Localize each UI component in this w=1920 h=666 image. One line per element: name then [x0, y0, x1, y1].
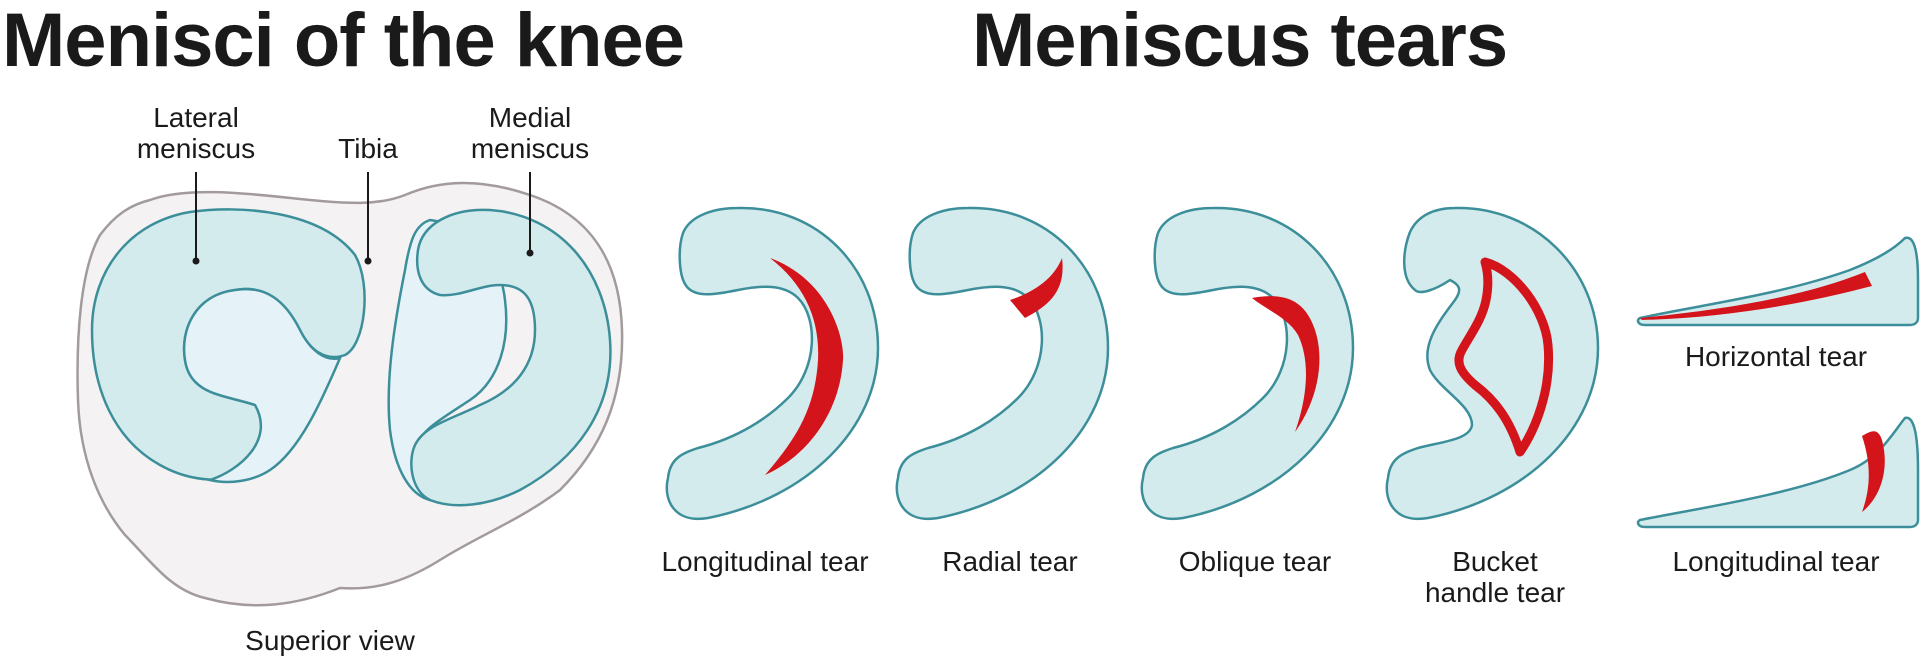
tear-radial [1010, 258, 1063, 318]
label-radial-tear: Radial tear [942, 546, 1077, 577]
label-superior-view: Superior view [245, 625, 415, 656]
longitudinal-side-tear-figure: Longitudinal tear [1636, 416, 1920, 577]
medial-meniscus [410, 208, 612, 507]
title-meniscus-tears: Meniscus tears [972, 0, 1507, 83]
meniscus-radial [895, 206, 1110, 521]
meniscus-longitudinal [665, 206, 880, 521]
tear-oblique [1252, 296, 1320, 432]
label-longitudinal-tear-side: Longitudinal tear [1672, 546, 1879, 577]
knee-superior-view: Lateral meniscus Tibia Medial meniscus S… [76, 102, 624, 656]
tear-horizontal [1640, 272, 1872, 320]
lateral-leader-dot [192, 257, 200, 265]
radial-tear-figure: Radial tear [895, 206, 1110, 577]
title-menisci-of-the-knee: Menisci of the knee [2, 0, 684, 83]
label-lateral-meniscus: meniscus [137, 133, 255, 164]
lateral-plateau [182, 287, 343, 484]
tear-bucket-handle [1454, 257, 1554, 457]
label-longitudinal-tear: Longitudinal tear [661, 546, 868, 577]
longitudinal-tear-figure: Longitudinal tear [661, 206, 880, 577]
medial-leader-dot [526, 249, 534, 257]
label-horizontal-tear: Horizontal tear [1685, 341, 1867, 372]
tear-longitudinal [765, 258, 844, 475]
label-medial: Medial [489, 102, 571, 133]
meniscus-side-longitudinal [1636, 416, 1920, 529]
tibia-leader-dot [364, 257, 372, 265]
label-tibia: Tibia [338, 133, 398, 164]
meniscus-bucket-handle [1385, 206, 1600, 521]
oblique-tear-figure: Oblique tear [1140, 206, 1355, 577]
tear-longitudinal-side [1862, 431, 1885, 512]
label-handle-tear: handle tear [1425, 577, 1565, 608]
label-lateral: Lateral [153, 102, 239, 133]
bucket-handle-tear-figure: Bucket handle tear [1385, 206, 1600, 608]
horizontal-tear-figure: Horizontal tear [1636, 236, 1920, 372]
label-bucket: Bucket [1452, 546, 1538, 577]
label-oblique-tear: Oblique tear [1179, 546, 1332, 577]
meniscus-side-horizontal [1636, 236, 1920, 327]
meniscus-oblique [1140, 206, 1355, 521]
label-medial-meniscus: meniscus [471, 133, 589, 164]
